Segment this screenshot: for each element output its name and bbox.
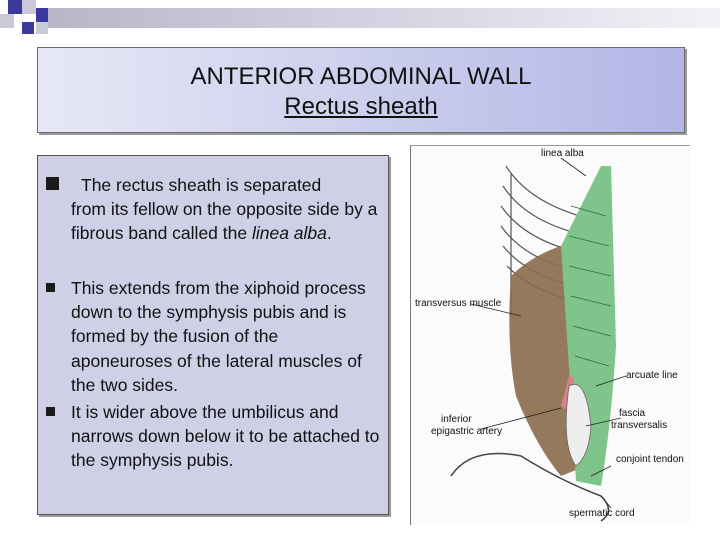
bullet-item: This extends from the xiphoid process do… [46, 276, 381, 397]
slide-title: ANTERIOR ABDOMINAL WALL [190, 63, 532, 90]
rectus-sheath-illustration: linea alba transversus muscle arcuate li… [410, 145, 690, 525]
label-fascia: fascia [619, 408, 646, 419]
bullet-text-box: The rectus sheath is separated from its … [37, 155, 389, 515]
bullet-marker-icon [46, 407, 55, 416]
bullet-item: The rectus sheath is separated from its … [46, 173, 381, 246]
bullet-text: It is wider above the umbilicus and narr… [71, 402, 380, 471]
label-transversalis: transversalis [611, 420, 668, 431]
bullet-text: from its fellow on the opposite side by … [71, 199, 378, 244]
label-spermatic-cord: spermatic cord [569, 508, 635, 519]
label-arcuate-line: arcuate line [626, 370, 678, 381]
label-inferior: inferior [441, 414, 472, 425]
bullet-text: The rectus sheath is separated [81, 175, 322, 195]
label-transversus-muscle: transversus muscle [415, 298, 502, 309]
bullet-text: . [326, 223, 332, 244]
slide-title-box: ANTERIOR ABDOMINAL WALL Rectus sheath [37, 47, 685, 133]
decorative-header-strip [0, 0, 720, 40]
bullet-text: This extends from the xiphoid process do… [71, 278, 366, 395]
bullet-marker-icon [46, 283, 55, 292]
bullet-item: It is wider above the umbilicus and narr… [46, 400, 381, 473]
bullet-marker-icon [46, 177, 59, 190]
bullet-italic-term: linea alba [251, 223, 327, 244]
label-epigastric-artery: epigastric artery [431, 426, 503, 437]
label-conjoint-tendon: conjoint tendon [616, 454, 684, 465]
label-linea-alba: linea alba [541, 148, 584, 159]
anatomy-drawing [450, 157, 627, 522]
slide-subtitle: Rectus sheath [284, 93, 438, 120]
